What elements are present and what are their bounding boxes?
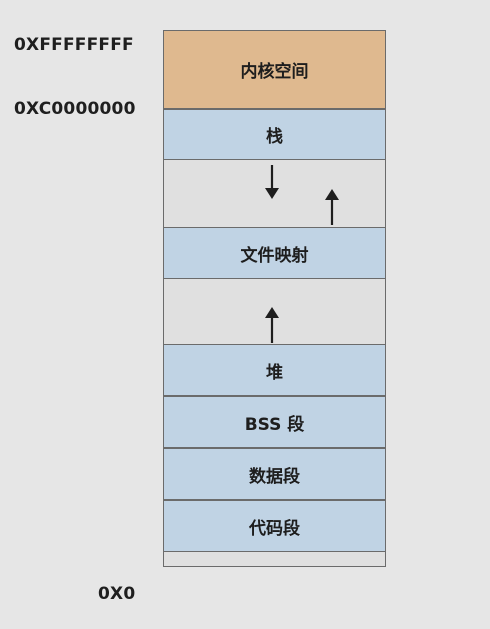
heap-label: 堆: [266, 362, 283, 383]
code-segment: 代码段: [163, 500, 386, 552]
kernel-space-label: 内核空间: [240, 62, 309, 82]
bss-segment: BSS 段: [163, 396, 386, 448]
data-label: 数据段: [249, 466, 300, 487]
address-bottom-label: 0X0: [98, 584, 136, 604]
arrow-up-icon: [325, 189, 339, 225]
stack-segment: 栈: [163, 109, 386, 160]
mmap-segment: 文件映射: [163, 227, 386, 279]
address-kernel-boundary-label: 0XC0000000: [14, 99, 136, 119]
arrow-up-icon: [265, 307, 279, 343]
mmap-label: 文件映射: [240, 245, 309, 266]
data-segment: 数据段: [163, 448, 386, 500]
bss-label: BSS 段: [244, 414, 305, 435]
heap-segment: 堆: [163, 344, 386, 396]
code-label: 代码段: [249, 518, 300, 539]
kernel-space-segment: 内核空间: [163, 30, 386, 109]
stack-label: 栈: [266, 127, 283, 147]
arrow-down-icon: [265, 165, 279, 199]
address-top-label: 0XFFFFFFFF: [14, 35, 134, 55]
